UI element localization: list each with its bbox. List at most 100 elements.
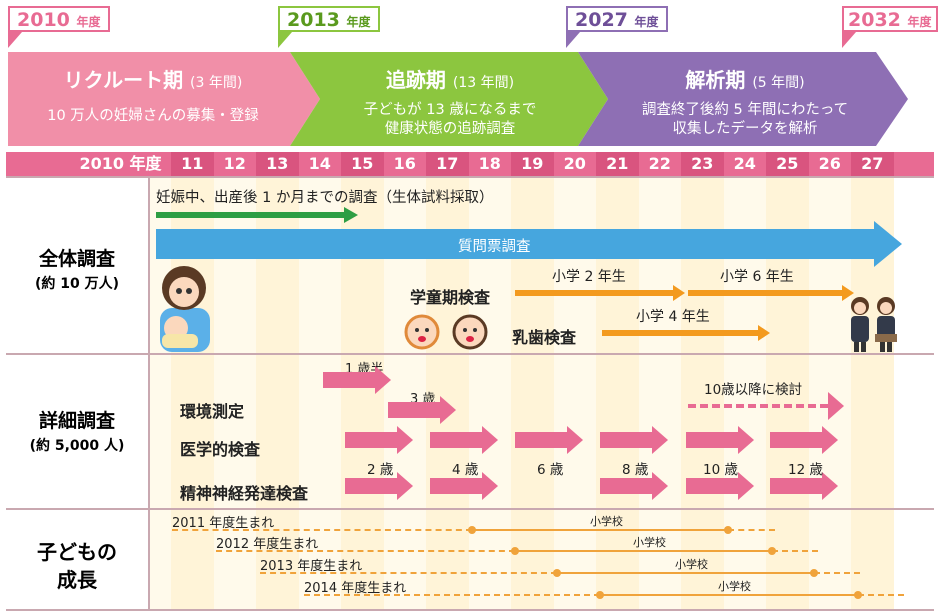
cohort-dashed-line [260,572,557,574]
recruit-phase-arrow [8,52,320,146]
cohort-dashed-line [216,550,515,552]
questionnaire-label: 質問票調査 [458,239,531,255]
year-cell: 16 [393,154,416,173]
student-body [851,316,869,342]
year-cell: 18 [478,154,501,173]
child-mouth [418,336,426,342]
school-label: 小学校 [675,558,708,571]
age-8-label: 8 歳 [622,462,649,478]
phase-title: 解析期 (5 年間) [600,64,890,93]
detail-check-arrow [600,472,670,500]
flag-tail [842,32,856,48]
detail-check-arrow [388,396,458,424]
arrow-bar [600,432,654,448]
arrow-head [822,426,838,454]
year-cell: 2010 年度 [79,154,162,173]
arrow-bar [430,478,484,494]
age-6-label: 6 歳 [537,462,564,478]
arrow-head [482,472,498,500]
arrow-head [673,285,685,301]
school-label: 小学校 [718,580,751,593]
grade2-label: 小学 2 年生 [552,269,626,285]
section-sub: (約 5,000 人) [29,438,125,454]
phase-analysis: 解析期 (5 年間) 調査終了後約 5 年間にわたって収集したデータを解析 [600,52,890,146]
mother-eye [186,288,192,294]
year-cell: 25 [766,152,809,176]
flag-tail [566,32,580,48]
arrow-bar [602,330,760,336]
school-milestone-dot [596,591,604,599]
flag-year: 2027 [575,9,628,31]
tracking-phase-arrow [290,52,608,146]
section-title: 成長 [57,568,97,592]
flag-year: 2010 [17,9,70,31]
phase-span: (13 年間) [452,75,515,91]
school-label: 小学校 [590,515,623,528]
arrow-bar [323,372,377,388]
year-cell: 11 [171,152,214,176]
baby-blanket [162,334,198,348]
phase-recruit: リクルート期 (3 年間) 10 万人の妊婦さんの募集・登録 [8,52,298,146]
year-cell: 17 [426,152,469,176]
arrow-bar [345,432,399,448]
detail-check-arrow [345,426,415,454]
detail-check-arrow [686,426,756,454]
flag-year: 2013 [287,9,340,31]
detail-check-arrow [430,472,500,500]
arrow-bar [688,290,844,296]
flag-year: 2032 [848,9,901,31]
section-sub: (約 10 万人) [34,276,120,292]
analysis-phase-arrow [578,52,908,146]
after10-label: 10歳以降に検討 [704,382,803,398]
arrow-head [567,426,583,454]
phase-arrows [8,52,908,146]
grid-line [6,176,934,178]
arrow-bar [345,478,399,494]
arrow-head [738,472,754,500]
arrow-bar [515,290,675,296]
school-milestone-dot [724,526,732,534]
age-2-label: 2 歳 [367,462,394,478]
arrow-bar [156,212,346,218]
flag-unit: 年度 [346,15,371,29]
child-mouth [466,336,474,342]
year-cell: 22 [648,154,671,173]
year-cell: 23 [681,152,724,176]
flag-unit: 年度 [907,15,932,29]
cohort-dashed-line [772,550,818,552]
arrow-head [842,285,854,301]
phase-desc: 調査終了後約 5 年間にわたって収集したデータを解析 [600,101,890,139]
detail-check-arrow [770,472,840,500]
arrow-head [397,472,413,500]
flag-unit: 年度 [634,15,659,29]
flag-tail [278,32,292,48]
teeth-check-arrow [602,325,772,341]
mother-eye [176,288,182,294]
year-cell: 19 [511,152,554,176]
grade6-label: 小学 6 年生 [720,269,794,285]
grid-divider [148,176,150,610]
arrow-head [397,426,413,454]
phase-span: (5 年間) [752,75,805,91]
school-milestone-dot [511,547,519,555]
detail-check-arrow [515,426,585,454]
age-4-label: 4 歳 [452,462,479,478]
section-title: 全体調査 [38,248,115,270]
after10-arrow-head [828,392,844,420]
env-measure-label: 環境測定 [180,402,245,421]
flag-unit: 年度 [76,15,101,29]
psych-check-label: 精神神経発達検査 [180,484,309,503]
phase-desc: 10 万人の妊婦さんの募集・登録 [47,108,259,124]
child-eye [415,328,419,332]
child-eye [463,328,467,332]
school-period-line [557,572,814,574]
child-eye [473,328,477,332]
detail-check-arrow [770,426,840,454]
student-leg [880,342,885,352]
cohort-dashed-line [814,572,860,574]
school-milestone-dot [468,526,476,534]
mother-face [169,277,199,307]
school-label: 小学校 [633,536,666,549]
arrow-bar [686,478,740,494]
students-icon [851,297,897,352]
